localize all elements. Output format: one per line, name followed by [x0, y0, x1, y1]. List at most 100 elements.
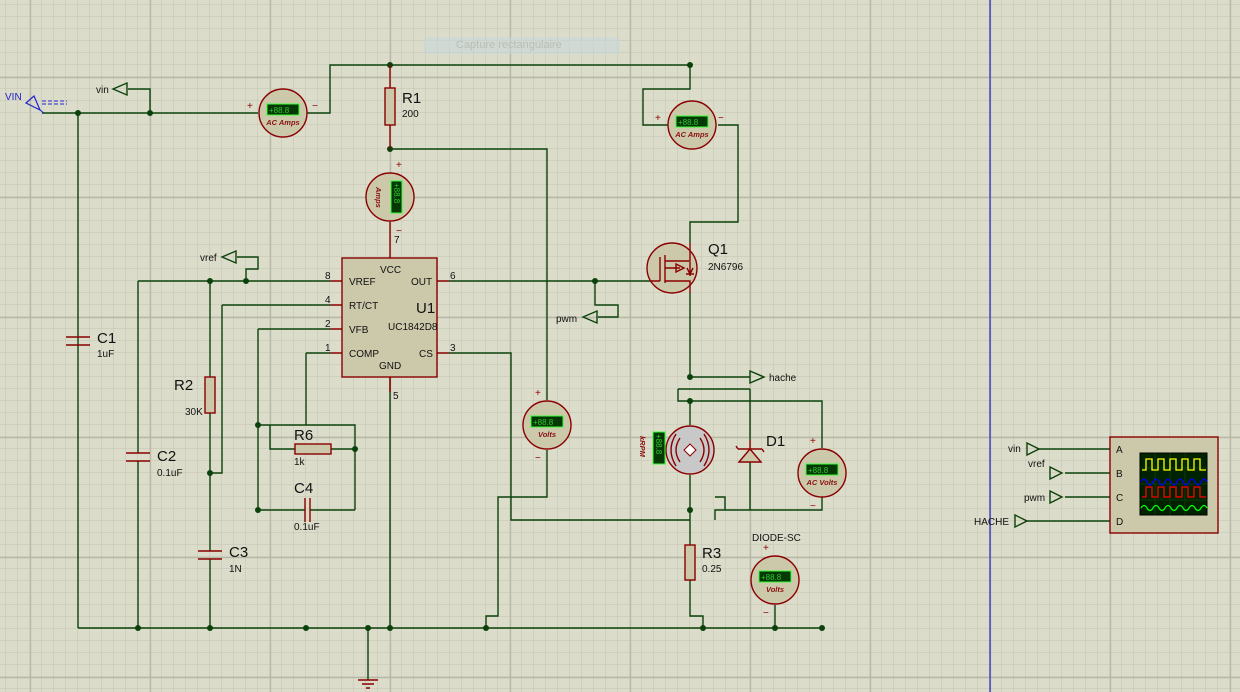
- svg-text:R3: R3: [702, 545, 721, 562]
- svg-text:Q1: Q1: [708, 241, 728, 258]
- terminal-hache[interactable]: hache: [749, 369, 797, 385]
- ac-ammeter-drain[interactable]: +88.8 AC Amps + −: [655, 100, 724, 150]
- trace-d: [1140, 504, 1208, 512]
- svg-text:pwm: pwm: [1024, 493, 1045, 504]
- meter-label: AC Amps: [265, 118, 299, 127]
- svg-text:0.1uF: 0.1uF: [294, 522, 320, 533]
- svg-text:C2: C2: [157, 448, 176, 465]
- trace-b: [1140, 478, 1208, 486]
- svg-text:HACHE: HACHE: [974, 517, 1009, 528]
- ic-u1[interactable]: VCC VREF RT/CT VFB COMP GND OUT CS U1 UC…: [325, 222, 456, 402]
- meter-display: +88.8: [392, 183, 401, 204]
- svg-text:8: 8: [325, 271, 331, 282]
- svg-text:VFB: VFB: [349, 325, 369, 336]
- svg-text:30K: 30K: [185, 407, 203, 418]
- meter-display: +88.8: [678, 118, 699, 127]
- plus-terminal-label: +: [396, 160, 402, 171]
- scope-terminal-vin[interactable]: vin: [1008, 441, 1041, 457]
- svg-text:3: 3: [450, 343, 456, 354]
- terminal-vref[interactable]: vref: [200, 249, 237, 265]
- svg-text:COMP: COMP: [349, 349, 379, 360]
- minus-terminal-label: −: [718, 113, 724, 124]
- svg-text:C1: C1: [97, 330, 116, 347]
- plus-terminal-label: +: [655, 113, 661, 124]
- minus-terminal-label: −: [810, 501, 816, 512]
- scope-terminal-hache[interactable]: HACHE: [974, 513, 1029, 529]
- svg-text:0.25: 0.25: [702, 564, 722, 575]
- svg-text:2: 2: [325, 319, 331, 330]
- terminal-vin-source[interactable]: VIN: [5, 92, 67, 114]
- svg-text:DIODE-SC: DIODE-SC: [752, 533, 801, 544]
- meter-display: +88.8: [761, 573, 782, 582]
- svg-text:R1: R1: [402, 90, 421, 107]
- meter-label: AC Volts: [806, 478, 838, 487]
- plus-terminal-label: +: [810, 436, 816, 447]
- resistor-r2[interactable]: R2 30K: [174, 376, 216, 418]
- trace-a: [1142, 458, 1206, 471]
- svg-text:1k: 1k: [294, 457, 306, 468]
- plus-terminal-label: +: [535, 388, 541, 399]
- mosfet-q1[interactable]: Q1 2N6796: [646, 241, 743, 294]
- terminal-vin[interactable]: vin: [96, 81, 128, 97]
- capture-tooltip: Capture rectangulaire: [424, 37, 620, 54]
- svg-text:VREF: VREF: [349, 277, 376, 288]
- svg-text:B: B: [1116, 469, 1123, 480]
- svg-text:1uF: 1uF: [97, 349, 114, 360]
- svg-text:2N6796: 2N6796: [708, 262, 743, 273]
- svg-text:vin: vin: [1008, 444, 1021, 455]
- ac-ammeter-input[interactable]: +88.8AC Amps+−: [247, 88, 318, 138]
- oscilloscope[interactable]: A B C D: [1109, 436, 1219, 534]
- svg-text:VCC: VCC: [380, 265, 401, 276]
- svg-text:VIN: VIN: [5, 92, 22, 103]
- junctions: [75, 62, 825, 631]
- svg-text:C4: C4: [294, 480, 313, 497]
- minus-terminal-label: −: [312, 101, 318, 112]
- capacitor-c4[interactable]: C4 0.1uF: [294, 480, 320, 533]
- svg-text:hache: hache: [769, 373, 797, 384]
- svg-text:1: 1: [325, 343, 331, 354]
- meter-label: Volts: [538, 430, 556, 439]
- resistor-r3[interactable]: R3 0.25: [684, 544, 722, 581]
- svg-text:pwm: pwm: [556, 314, 577, 325]
- svg-text:GND: GND: [379, 361, 401, 372]
- svg-text:+88.8: +88.8: [654, 434, 663, 455]
- svg-text:U1: U1: [416, 300, 435, 317]
- meter-label: AC Amps: [674, 130, 708, 139]
- minus-terminal-label: −: [396, 226, 402, 237]
- svg-text:vref: vref: [200, 253, 217, 264]
- svg-text:D1: D1: [766, 433, 785, 450]
- svg-text:UC1842D8: UC1842D8: [388, 322, 438, 333]
- svg-text:C: C: [1116, 493, 1123, 504]
- svg-text:vin: vin: [96, 85, 109, 96]
- svg-text:0.1uF: 0.1uF: [157, 468, 183, 479]
- plus-terminal-label: +: [763, 543, 769, 554]
- motor[interactable]: +88.8 kRPM: [638, 425, 715, 475]
- terminal-pwm[interactable]: pwm: [556, 309, 598, 325]
- svg-text:RT/CT: RT/CT: [349, 301, 378, 312]
- scope-terminal-pwm[interactable]: pwm: [1024, 489, 1064, 505]
- scope-terminal-vref[interactable]: vref: [1028, 459, 1064, 481]
- svg-text:D: D: [1116, 517, 1123, 528]
- meter-display: +88.8: [269, 106, 290, 115]
- svg-text:CS: CS: [419, 349, 433, 360]
- svg-text:C3: C3: [229, 544, 248, 561]
- svg-text:OUT: OUT: [411, 277, 432, 288]
- svg-text:7: 7: [394, 235, 400, 246]
- trace-c: [1142, 486, 1206, 498]
- capacitor-c2[interactable]: C2 0.1uF: [126, 448, 183, 479]
- ground-icon: [358, 679, 378, 689]
- ac-voltmeter-motor[interactable]: +88.8AC Volts+−: [797, 436, 847, 512]
- svg-text:R2: R2: [174, 377, 193, 394]
- svg-text:5: 5: [393, 391, 399, 402]
- svg-text:kRPM: kRPM: [638, 436, 647, 458]
- diode-d1[interactable]: D1 DIODE-SC: [735, 433, 801, 544]
